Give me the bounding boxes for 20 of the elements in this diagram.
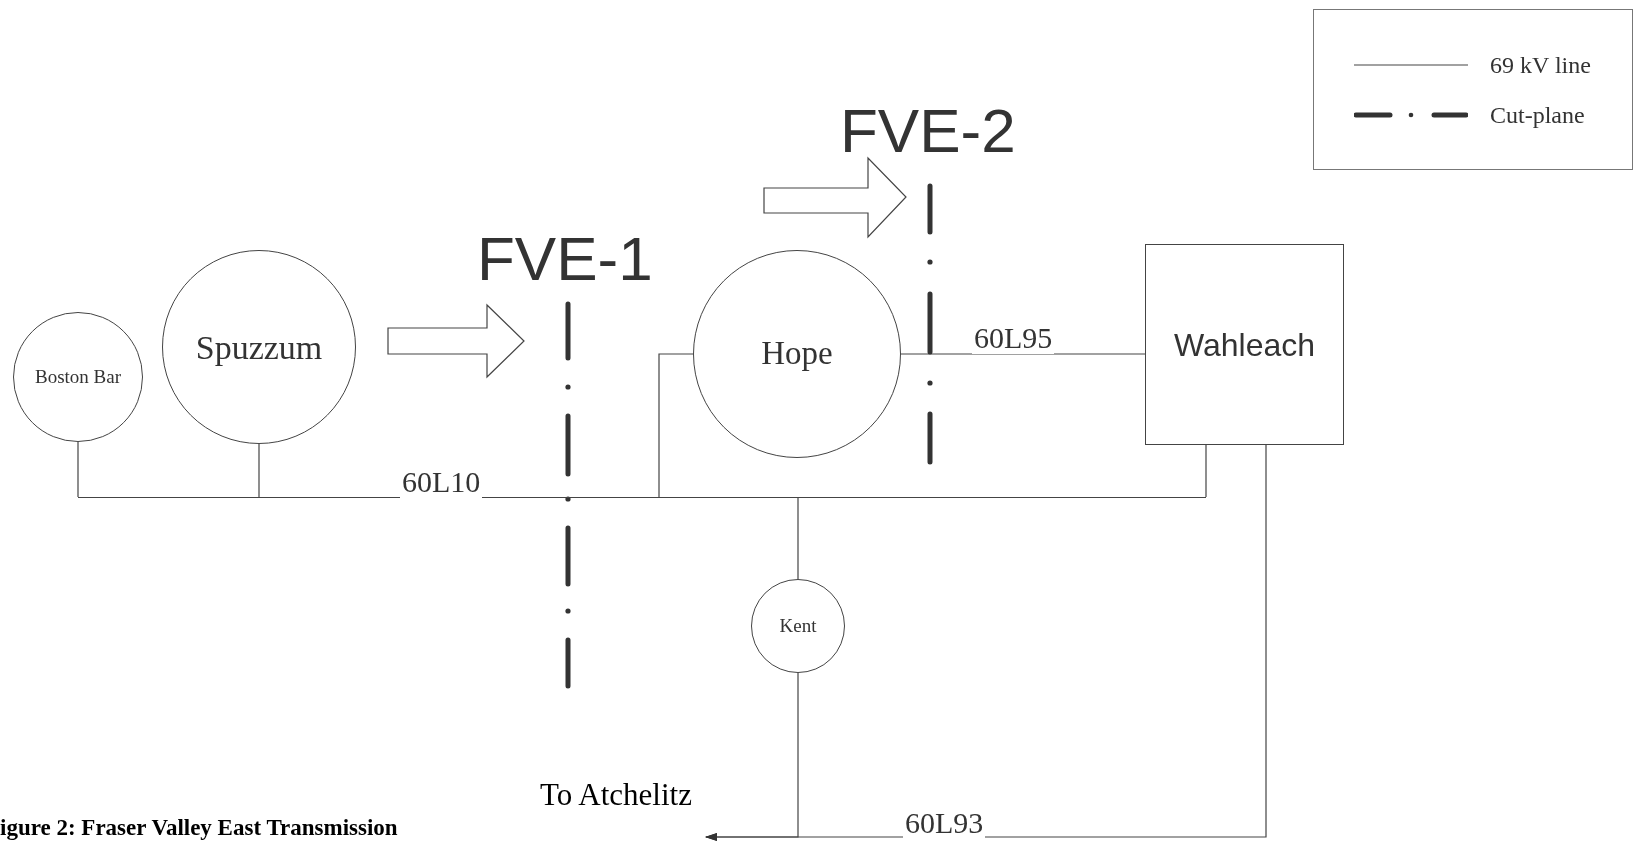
station-name: Wahleach bbox=[1172, 325, 1317, 365]
figure-caption: igure 2: Fraser Valley East Transmission bbox=[0, 815, 398, 841]
line bbox=[658, 353, 694, 498]
cut-plane-label: FVE-1 bbox=[477, 228, 653, 290]
line bbox=[900, 353, 1146, 355]
station-name: Hope bbox=[760, 334, 834, 374]
line bbox=[77, 441, 79, 498]
destination-label: To Atchelitz bbox=[540, 777, 692, 813]
arrow bbox=[705, 672, 799, 841]
cut-plane-label: FVE-2 bbox=[840, 100, 1016, 162]
line bbox=[797, 497, 799, 580]
line bbox=[1205, 444, 1207, 498]
station-name: Kent bbox=[778, 613, 818, 638]
legend-text: Cut-plane bbox=[1490, 100, 1585, 129]
substation-box bbox=[1145, 244, 1344, 445]
bus-line bbox=[78, 497, 1206, 498]
legend-text: 69 kV line bbox=[1490, 50, 1591, 79]
station-name: Spuzzum bbox=[194, 327, 324, 368]
line bbox=[258, 443, 260, 498]
station-name: Boston Bar bbox=[34, 365, 122, 389]
